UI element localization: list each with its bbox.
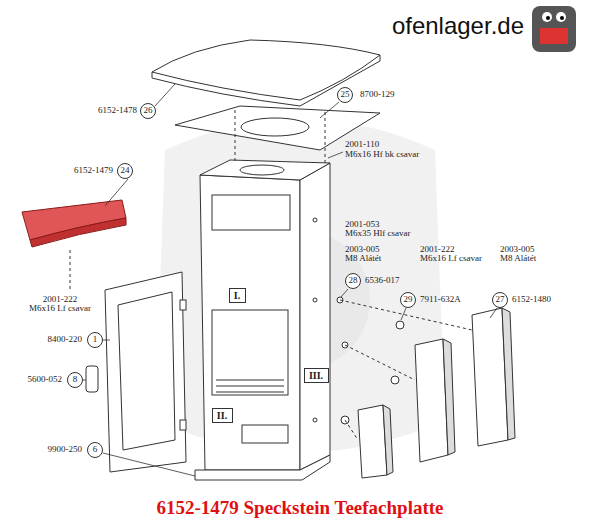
site-title: ofenlager.de [392,12,524,40]
door-hinge [180,300,186,310]
logo-pupil [546,16,550,20]
logo-body [532,6,576,52]
leader-line [103,340,110,341]
part-number: M8 Alátét [345,254,381,264]
callout-number: 25 [337,87,353,103]
part-number: 5600-052 [28,375,63,385]
mount-hole [313,218,317,222]
part-number: 6152-1478 [98,106,137,116]
part-number: 6152-1479 [74,166,113,176]
part-number: M6x16 Lf csavar [29,304,91,314]
top-plate-edge [152,55,380,106]
part-number: 6152-1480 [512,295,551,305]
grate [216,392,284,393]
logo-eye [556,12,566,22]
firebox [212,310,288,395]
washer [396,321,404,329]
stove-side [300,163,330,470]
tea-compartment [212,195,290,230]
callout-text: III. [309,370,323,381]
view-marker: III. [304,368,329,383]
part-number: M6x35 Hlf csavar [345,229,410,239]
gasket-hole [241,118,309,136]
screw-line [235,110,236,163]
door [105,272,186,472]
callout-text: 25 [341,90,350,100]
side-stone [358,405,387,478]
side-stone-edge [443,339,455,455]
stove-base [195,455,330,480]
callout-number: 26 [140,103,156,119]
callout-number: 24 [117,163,133,179]
part-number: 7911-632A [420,295,461,305]
callout-text: II. [217,410,227,421]
leader-line [341,289,348,297]
callout-number: 28 [345,273,361,289]
callout-text: 26 [144,106,153,116]
view-marker: I. [229,288,246,303]
leader-line [328,152,343,158]
callout-text: 6 [93,445,98,455]
tea-plate-edge [30,218,126,247]
screw-line [70,250,71,290]
logo [532,6,576,52]
callout-number: 6 [87,442,103,458]
side-stone [415,339,448,462]
screw-line [325,112,326,165]
callout-text: 1 [93,335,98,345]
callout-text: 24 [121,166,130,176]
callout-number: 1 [87,332,103,348]
callout-text: 27 [496,295,505,305]
mount-hole [313,298,317,302]
part-number: M8 Alátét [500,254,536,264]
grate [216,380,284,381]
part-number: 8400-220 [48,335,83,345]
leader-line [103,453,195,476]
door-glass [118,292,175,450]
callout-number: 8 [67,372,83,388]
callout-number: 29 [400,292,416,308]
screw-line [345,420,358,440]
callout-text: I. [234,290,240,301]
part-number: M6x16 Lf csavar [420,254,482,264]
logo-pupil [560,16,564,20]
flue-opening [240,165,284,175]
part-number: 8700-129 [360,90,395,100]
leader-line [105,179,128,206]
door-hinge [180,420,186,430]
washer [391,376,399,384]
leader-line [155,84,175,106]
gasket [175,106,380,150]
side-stone-edge [383,405,393,475]
logo-fire [540,28,568,44]
part-caption: 6152-1479 Speckstein Teefachplatte [156,497,443,519]
door-handle [86,366,98,392]
grate [216,386,284,387]
leader-line [83,380,86,381]
callout-text: 8 [73,375,78,385]
leader-line [490,308,497,318]
ash-drawer [242,425,288,443]
leader-line [401,308,406,320]
screw-line [345,345,415,380]
top-plate [152,40,380,100]
leader-line [320,102,339,118]
callout-text: 29 [404,295,413,305]
view-marker: II. [212,408,233,423]
part-number: 6536-017 [365,276,400,286]
logo-eye [542,12,552,22]
callout-number: 27 [492,292,508,308]
part-number: M6x16 Hf bk csavar [345,150,419,160]
side-stone-edge [502,308,515,440]
mount-hole [313,418,317,422]
part-number: 9900-250 [48,445,83,455]
stove-front [200,175,300,470]
callout-text: 28 [349,276,358,286]
part-number: 2001-110 [345,140,379,150]
stove-top [200,160,330,180]
